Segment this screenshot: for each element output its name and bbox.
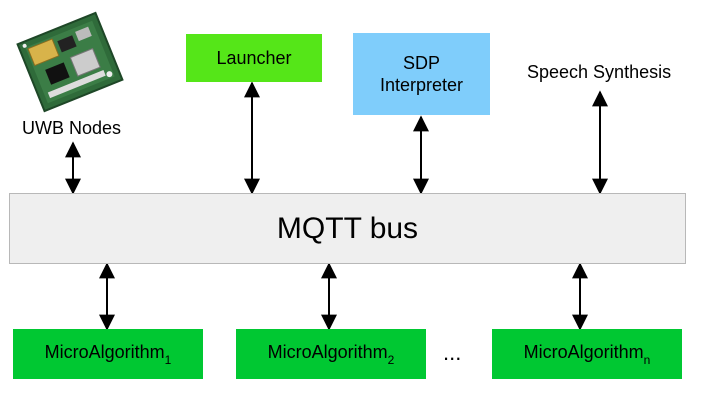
sdp-label-line1: SDP xyxy=(402,53,440,73)
mqtt-bus-box: MQTT bus xyxy=(9,193,686,264)
microalgorithm-1-label: MicroAlgorithm1 xyxy=(44,341,172,367)
microalgorithm-2-label: MicroAlgorithm2 xyxy=(267,341,395,367)
ellipsis: ... xyxy=(443,340,462,365)
launcher-label: Launcher xyxy=(216,47,292,68)
microalgorithm-2-box: MicroAlgorithm2 xyxy=(236,329,426,379)
microalgorithm-1-box: MicroAlgorithm1 xyxy=(13,329,203,379)
uwb-nodes-label: UWB Nodes xyxy=(22,118,122,138)
sdp-interpreter-box: SDP Interpreter xyxy=(353,33,490,115)
microalgorithm-n-box: MicroAlgorithmn xyxy=(492,329,682,379)
mqtt-bus-label: MQTT bus xyxy=(276,211,419,245)
launcher-box: Launcher xyxy=(186,34,322,82)
sdp-label-line2: Interpreter xyxy=(379,75,464,95)
circuit-board-icon xyxy=(16,11,124,113)
microalgorithm-n-label: MicroAlgorithmn xyxy=(523,341,651,367)
speech-synthesis-label: Speech Synthesis xyxy=(527,62,672,82)
